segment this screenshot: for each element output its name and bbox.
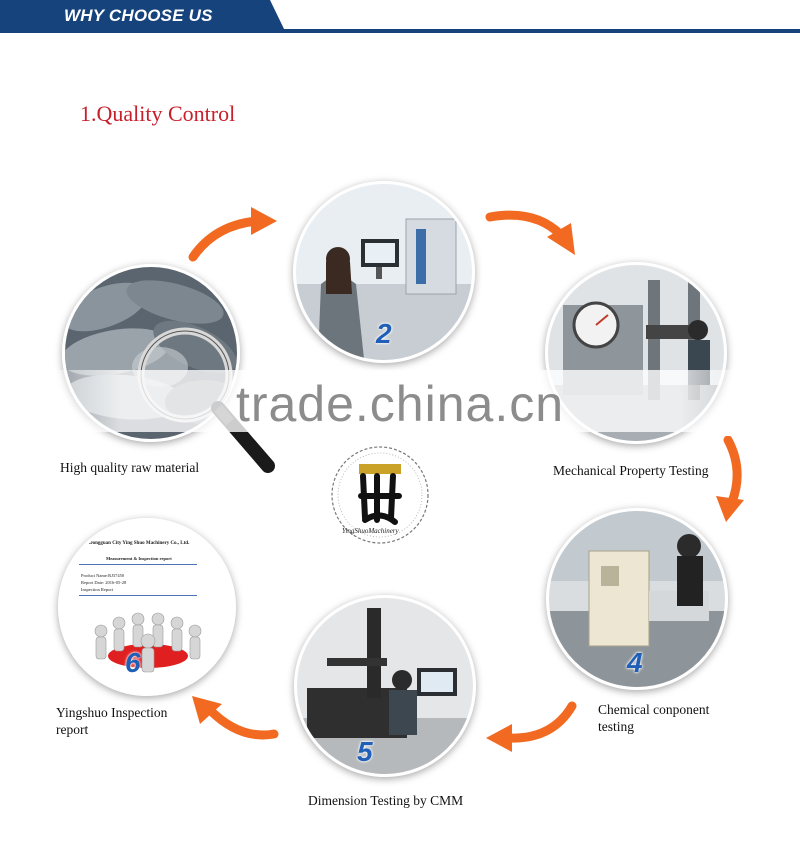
logo-caption: YingShuoMachinery xyxy=(342,527,399,535)
watermark-band xyxy=(0,370,800,432)
step-4-label: Chemical conponent testing xyxy=(598,701,709,735)
step-4-label-line1: Chemical conponent xyxy=(598,702,710,717)
step-5-number-badge: 5 xyxy=(357,736,373,767)
header-bar: WHY CHOOSE US xyxy=(0,0,800,34)
step-6-image-inspection-report: Dongguan City Ying Shuo Machinery Co., L… xyxy=(58,518,236,696)
arrow-5-to-6-icon xyxy=(192,696,279,740)
header-tab xyxy=(0,0,285,31)
step-3-label: Mechanical Property Testing xyxy=(553,463,709,478)
step-4-image-chemical-testing: 4 xyxy=(546,508,728,690)
report-doc-type: Inspection Report xyxy=(81,587,114,592)
report-date: Report Date: 2016-05-28 xyxy=(81,580,127,585)
step-5-image-cmm: 5 xyxy=(294,595,476,777)
report-product-name: Product Name:RJ37450 xyxy=(81,573,125,578)
step-2-number-badge: 2 xyxy=(376,318,392,349)
team-figures-icon xyxy=(94,612,202,673)
arrow-3-to-4-icon xyxy=(716,436,744,522)
step-6-label-line2: report xyxy=(56,722,89,737)
section-title: 1.Quality Control xyxy=(80,101,236,126)
company-logo xyxy=(331,446,429,544)
step-4-label-line2: testing xyxy=(598,719,634,734)
arrow-1-to-2-icon xyxy=(188,207,277,262)
step-6-label-line1: Yingshuo Inspection xyxy=(56,705,168,720)
step-4-number-badge: 4 xyxy=(627,647,643,678)
report-doc-title: Measurement & Inspection report xyxy=(106,556,172,561)
watermark-text: trade.china.cn xyxy=(235,376,565,432)
step-2-image-lab: 2 xyxy=(293,181,475,363)
step-1-label: High quality raw material xyxy=(60,460,200,475)
report-company: Dongguan City Ying Shuo Machinery Co., L… xyxy=(89,541,190,546)
arrow-4-to-5-icon xyxy=(486,701,577,752)
step-6-number-badge: 6 xyxy=(125,647,141,678)
header-title: WHY CHOOSE US xyxy=(64,6,213,25)
step-6-label: Yingshuo Inspection report xyxy=(56,704,167,738)
step-5-label: Dimension Testing by CMM xyxy=(308,793,464,808)
arrow-2-to-3-icon xyxy=(485,210,575,255)
header-divider xyxy=(0,29,800,33)
